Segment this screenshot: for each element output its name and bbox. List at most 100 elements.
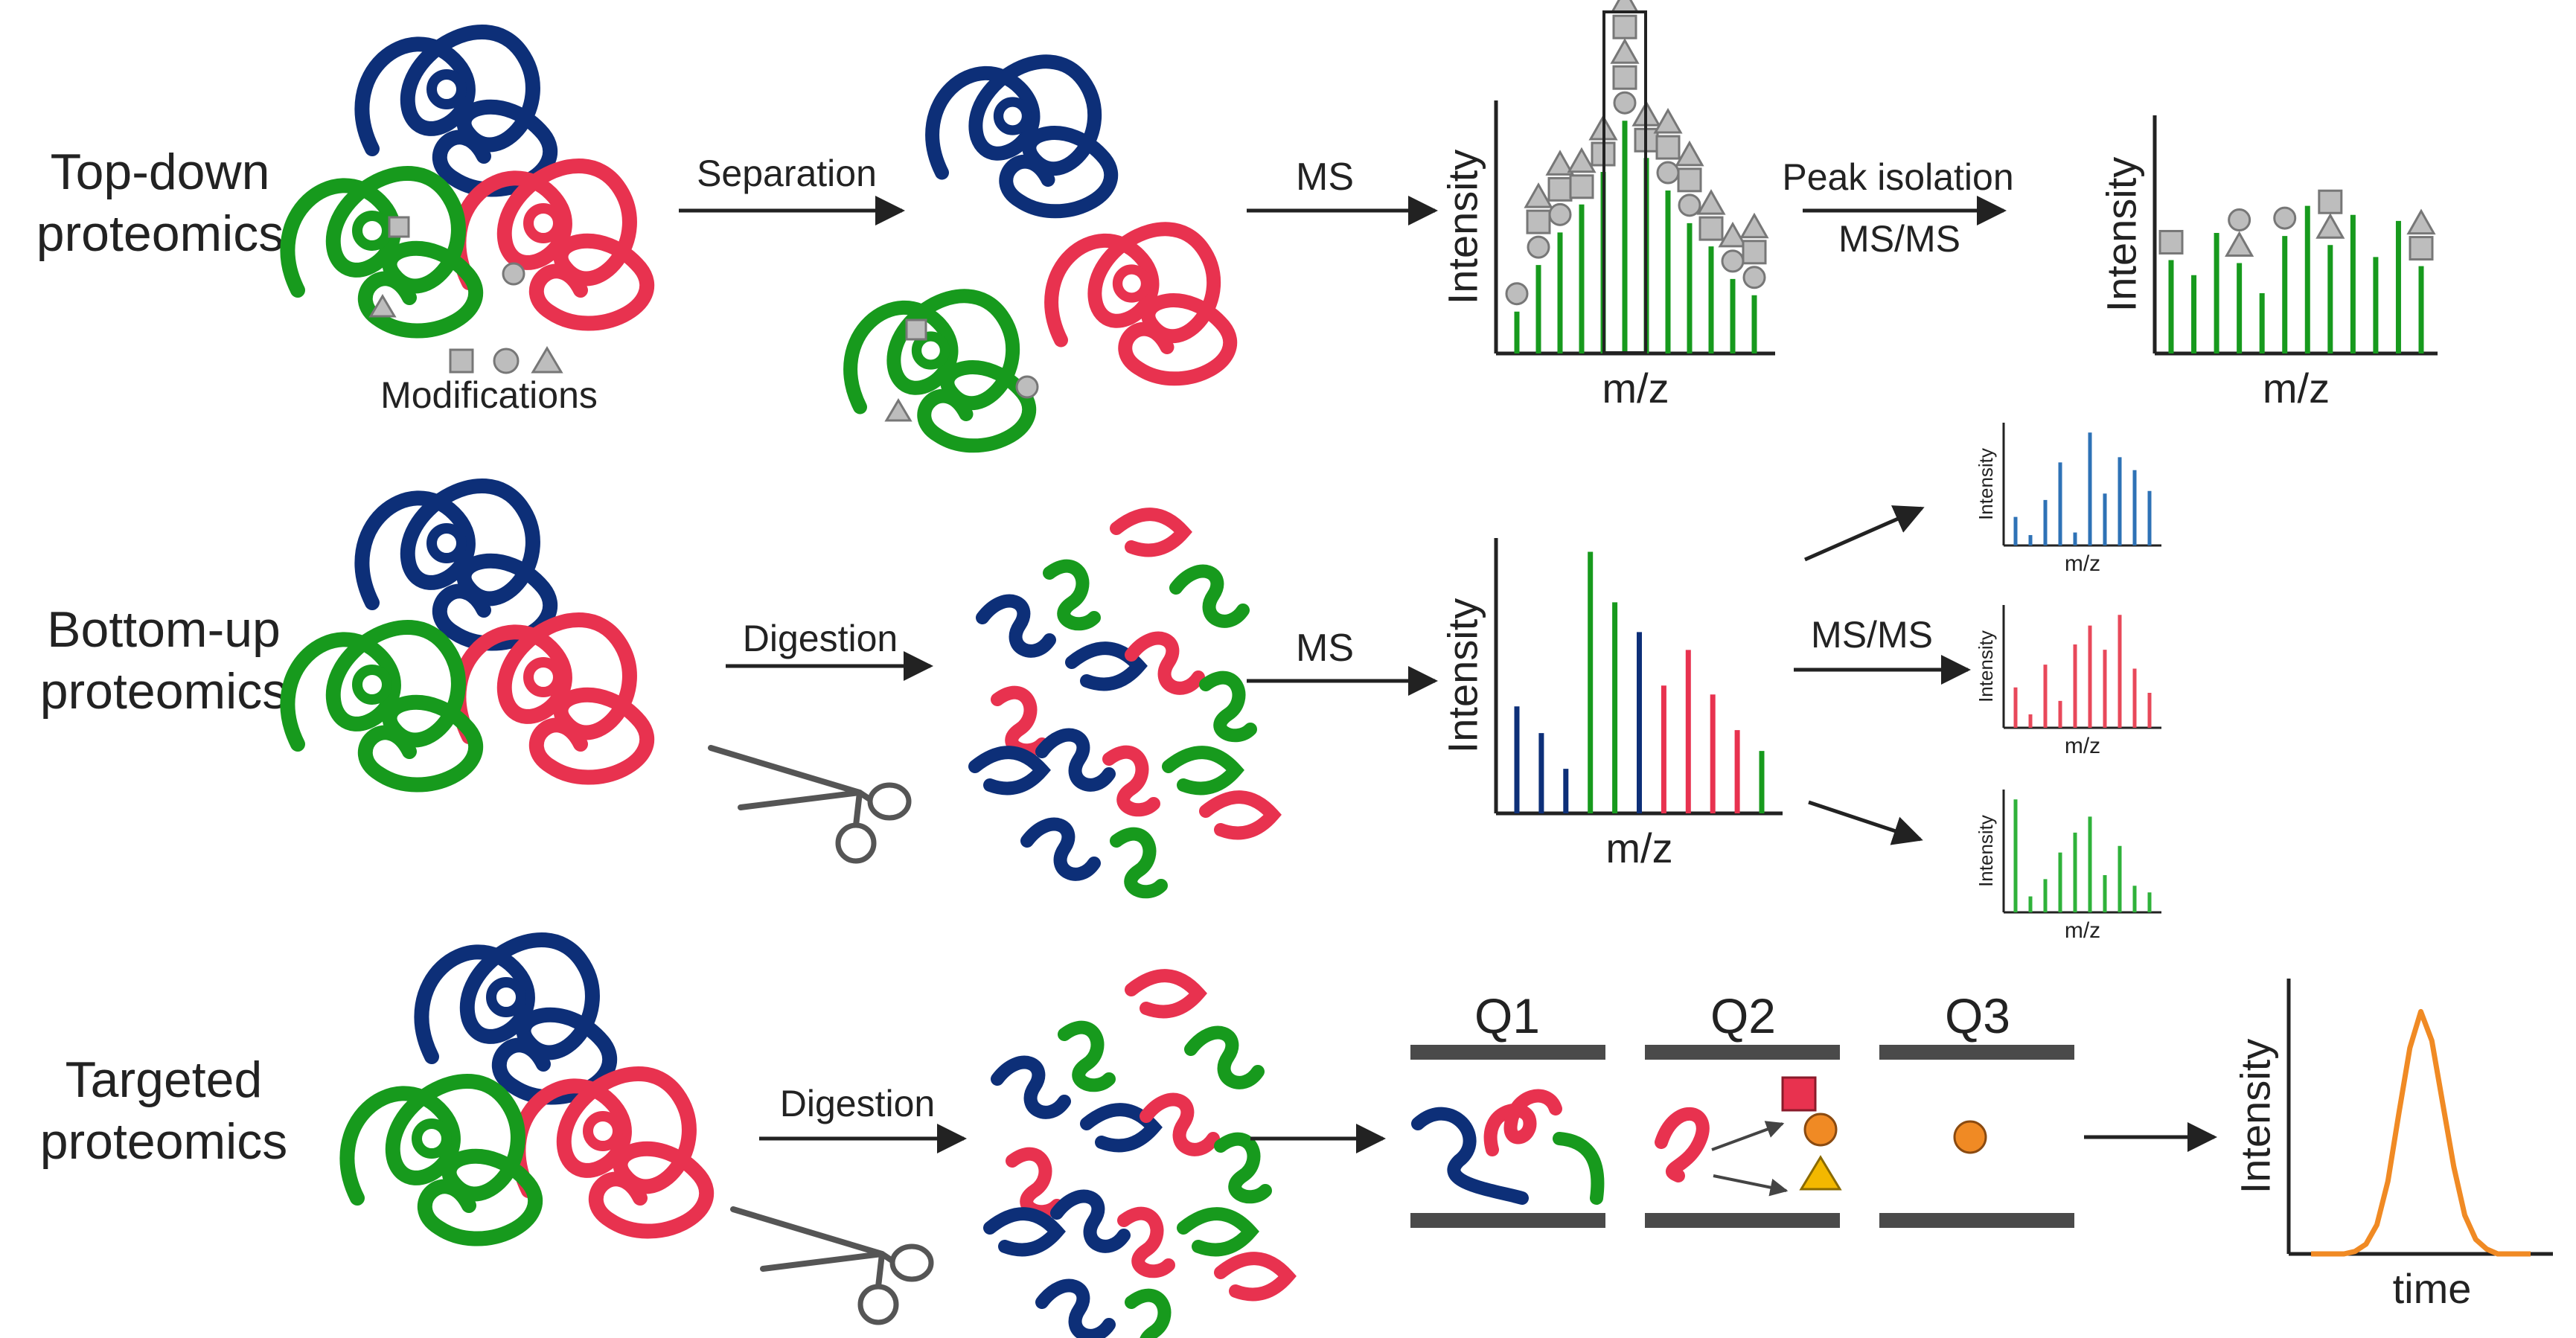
separated-blue-protein-loop xyxy=(993,97,1032,135)
circle-marker-icon xyxy=(1678,193,1701,217)
triangle-marker-icon xyxy=(2406,208,2436,235)
square-marker-icon xyxy=(1612,14,1637,39)
scissors-blade xyxy=(738,790,863,810)
circle-marker-icon xyxy=(1656,161,1680,185)
red-protein-strand xyxy=(511,1066,714,1239)
peptide-fragment xyxy=(1199,670,1257,743)
msms-arrow-up xyxy=(1803,505,1925,562)
triangle-marker-icon xyxy=(531,346,563,374)
separated-red-protein-loop xyxy=(1112,264,1151,303)
peak-isolation-label: Peak isolation xyxy=(1782,156,2013,198)
scissors-blade xyxy=(730,1206,885,1257)
green-protein-strand xyxy=(339,1073,543,1246)
scissors-icon xyxy=(708,745,912,864)
blue-protein-strand xyxy=(414,932,617,1105)
red-protein-strand-loop xyxy=(523,657,563,697)
green-protein-strand-loop xyxy=(412,1118,452,1159)
circle-marker-icon xyxy=(1721,249,1745,273)
triangle-marker-icon xyxy=(1653,107,1683,134)
scissors-blade xyxy=(708,745,863,796)
triangle-marker-icon xyxy=(2225,231,2254,257)
peptide-fragment xyxy=(1006,1147,1064,1219)
peptide-fragment xyxy=(1125,969,1207,1019)
ms-label-bottom-up: MS xyxy=(1296,627,1354,670)
circle-fragment-icon xyxy=(1803,1113,1838,1147)
circle-marker-icon xyxy=(1742,266,1766,289)
triangle-marker-icon xyxy=(1610,0,1640,13)
red-protein-strand xyxy=(451,612,654,785)
fragment-arrow-up xyxy=(1711,1121,1785,1151)
separated-proteins xyxy=(843,54,1237,453)
red-peptide-fragment xyxy=(1655,1107,1710,1182)
bottom-up-protein-mixture xyxy=(280,478,654,793)
digestion-label-bottom-up: Digestion xyxy=(743,618,898,659)
bottom-up-row-label: Bottom-up proteomics xyxy=(39,601,288,720)
triangle-marker-icon xyxy=(1739,212,1769,239)
chromatogram-line xyxy=(2311,1008,2531,1257)
square-marker-icon xyxy=(1698,216,1724,241)
peptide-fragment xyxy=(1058,1020,1116,1092)
peptide-fragment xyxy=(991,1055,1071,1119)
green-protein-strand-loop xyxy=(352,665,392,705)
square-marker-icon xyxy=(1547,176,1573,202)
blue-protein-strand-loop xyxy=(426,523,467,563)
y-axis-label: Intensity xyxy=(1975,815,1997,887)
separated-blue-protein xyxy=(925,54,1118,219)
square-marker-icon xyxy=(1677,167,1702,193)
circle-marker-icon xyxy=(1015,375,1039,399)
peptide-fragment xyxy=(1035,1278,1116,1338)
triangle-marker-icon xyxy=(1524,182,1553,208)
blue-protein-strand xyxy=(354,478,557,651)
triangle-marker-icon xyxy=(1696,189,1726,215)
circle-marker-icon xyxy=(2273,206,2297,230)
msms-label-bottom-up: MS/MS xyxy=(1811,614,1933,656)
q3-top-plate xyxy=(1879,1045,2074,1060)
targeted-protein-mixture xyxy=(339,932,714,1246)
circle-marker-icon xyxy=(1548,202,1572,226)
peptide-fragment xyxy=(1117,1206,1175,1278)
peptide-fragment xyxy=(1214,1252,1297,1302)
red-protein-strand-loop xyxy=(523,203,563,243)
triangle-marker-icon xyxy=(2315,213,2345,239)
scissors-handle xyxy=(857,1284,899,1325)
targeted-row-label: Targeted proteomics xyxy=(39,1051,288,1170)
square-marker-icon xyxy=(388,216,410,238)
y-axis-label: Intensity xyxy=(2232,1039,2279,1194)
square-marker-icon xyxy=(2318,189,2343,214)
peptide-fragment xyxy=(1080,1103,1163,1153)
peptide-fragment xyxy=(1140,1092,1220,1156)
circle-marker-icon xyxy=(1527,235,1550,259)
peptide-fragment xyxy=(1184,1025,1265,1089)
peptide-fragment xyxy=(1199,790,1282,840)
square-marker-icon xyxy=(905,319,927,341)
q3-bottom-plate xyxy=(1879,1213,2074,1228)
peptide-fragment xyxy=(1110,827,1168,899)
scissors-handle xyxy=(835,822,877,864)
peptide-fragment xyxy=(991,685,1049,758)
scissors-pivot xyxy=(875,1253,885,1287)
peptide-fragment xyxy=(1177,1207,1259,1257)
triangle-marker-icon xyxy=(1545,150,1575,176)
top-down-protein-mixture xyxy=(280,24,654,339)
x-axis-label: time xyxy=(2393,1265,2472,1312)
square-marker-icon xyxy=(1526,209,1551,234)
triangle-marker-icon xyxy=(884,398,913,422)
square-marker-icon xyxy=(1612,65,1637,90)
peptide-fragment xyxy=(976,594,1056,658)
peptide-fragment xyxy=(1110,508,1192,557)
q1-top-plate xyxy=(1410,1045,1605,1060)
peptide-fragment xyxy=(1162,746,1244,796)
x-axis-label: m/z xyxy=(2065,918,2100,943)
triangle-marker-icon xyxy=(1610,38,1640,64)
scissors-icon xyxy=(730,1206,934,1325)
separation-label: Separation xyxy=(697,153,877,194)
q1-contents xyxy=(1411,1089,1605,1205)
square-fragment-icon xyxy=(1781,1076,1817,1112)
square-marker-icon xyxy=(449,348,474,374)
peptide-fragment xyxy=(1050,1189,1131,1253)
peptide-fragment xyxy=(1125,1288,1172,1338)
